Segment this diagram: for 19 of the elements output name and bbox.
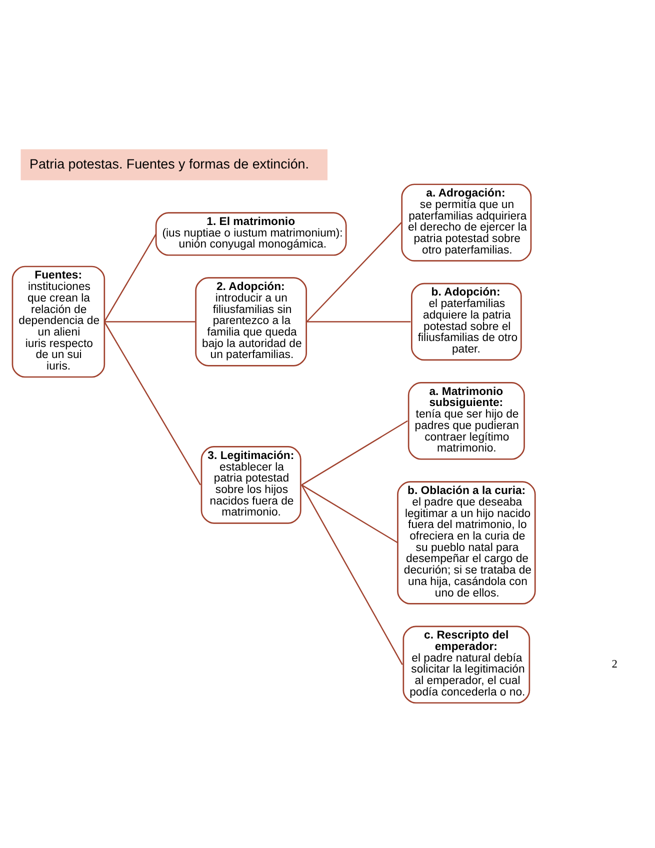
connector [104, 234, 157, 322]
node-box: Fuentes: instituciones que crean la relación de dependencia de un alieni iuris respecto de un sui iuris. [12, 266, 106, 378]
node-box: b. Adopción: el paterfamilias adquiere la patria potestad sobre el filiusfamilias de otro pater. [411, 282, 522, 361]
label: 2 [612, 658, 618, 671]
connector [104, 321, 196, 322]
connector [301, 484, 398, 544]
node-box: a. Adrogación: se permitía que un paterfamilias adquiriera el derecho de ejercer la patria potestad sobre otro paterfamilias. [401, 184, 532, 262]
connector [104, 321, 201, 486]
diagram-title: Patria potestas. Fuentes y formas de extinción. [30, 156, 309, 172]
node-box: 1. El matrimonio (ius nuptiae o iustum matrimonium): unión conyugal monogámica. [155, 212, 347, 256]
node-box: 3. Legitimación: establecer la patria potestad sobre los hijos nacidos fuera de matrimonio. [200, 446, 302, 524]
node-box: a. Matrimonio subsiguiente: tenía que ser hijo de padres que pudieran contraer legítimo matrimonio. [408, 382, 525, 460]
node-box: c. Rescripto del emperador: el padre natural debía solicitar la legitimación al emperador, el cual podía concederla o no. [402, 626, 530, 704]
connector [301, 484, 403, 665]
connector [306, 321, 411, 322]
connector [306, 222, 402, 322]
node-box: b. Oblación a la curia: el padre que deseaba legitimar a un hijo nacido fuera del matrimonio, lo ofreciera en la curia de su pueblo natal para desempeñar el cargo de decurión; si se trataba de una hija, casándola con uno de ellos. [397, 481, 536, 604]
node-box: 2. Adopción: introducir a un filiusfamilias sin parentezco a la familia que queda bajo la autoridad de un paterfamilias. [195, 277, 307, 366]
connector [301, 420, 408, 486]
